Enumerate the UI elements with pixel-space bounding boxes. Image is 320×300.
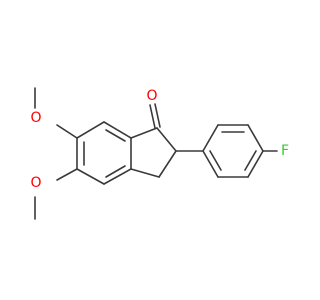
- methoxy-group-lower: [34, 168, 78, 220]
- cyclopentanone-ring: [130, 127, 177, 178]
- bond-double: [154, 103, 161, 128]
- bond: [56, 168, 78, 181]
- carbonyl-oxygen-label: O: [146, 88, 157, 104]
- bond: [247, 150, 264, 178]
- methoxy-oxygen-upper-label: O: [30, 110, 41, 126]
- bond: [158, 150, 177, 178]
- bond-double-inner: [105, 129, 126, 142]
- bond: [76, 121, 105, 139]
- bond: [76, 168, 105, 185]
- bond: [103, 168, 132, 185]
- bond-double-inner: [244, 150, 257, 171]
- benzene-ring-indanone: [76, 121, 132, 185]
- fluorine-label: F: [281, 143, 289, 159]
- molecule-diagram: O O O F: [30, 87, 290, 220]
- bond: [56, 124, 78, 139]
- fluorophenyl-ring: [202, 124, 264, 178]
- bond: [247, 124, 264, 152]
- bond-double-inner: [209, 150, 222, 171]
- methoxy-oxygen-lower-label: O: [30, 175, 41, 191]
- bond: [103, 121, 132, 139]
- methoxy-group-upper: [34, 87, 78, 139]
- bond: [202, 150, 219, 178]
- bond: [130, 127, 158, 139]
- bond: [130, 168, 160, 178]
- bond: [156, 127, 177, 152]
- carbonyl-bond: [149, 103, 161, 129]
- bond-double-inner: [105, 165, 126, 178]
- structure-drawing: O O O F: [30, 87, 289, 220]
- bond: [202, 124, 219, 152]
- bond-double: [149, 104, 156, 129]
